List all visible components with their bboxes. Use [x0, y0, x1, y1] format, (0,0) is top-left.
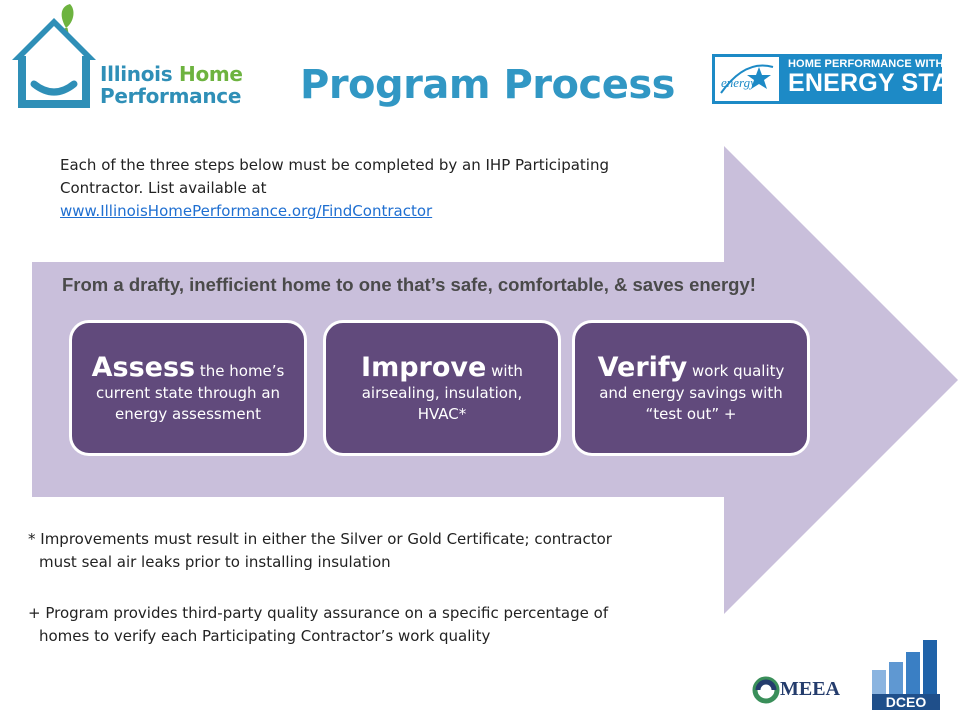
quality-assurance-footnote: + Program provides third-party quality a…: [28, 602, 708, 648]
meea-swirl-icon: [752, 676, 780, 704]
step-text: the home’s: [195, 361, 285, 380]
step-text-cont: and energy savings with “test out” +: [599, 383, 783, 423]
intro-text: Each of the three steps below must be co…: [60, 156, 610, 197]
page-title: Program Process: [300, 62, 675, 108]
meea-wordmark: MEEA: [780, 678, 840, 700]
svg-text:DCEO: DCEO: [886, 694, 927, 710]
energy-star-logo: energy HOME PERFORMANCE WITH ENERGY STAR: [712, 54, 960, 104]
energy-star-mark-icon: energy: [715, 57, 779, 101]
footnote-line: + Program provides third-party quality a…: [28, 604, 609, 622]
meea-logo: MEEA: [752, 676, 852, 708]
step-text-cont: current state through an energy assessme…: [95, 383, 281, 423]
dceo-logo: DCEO: [872, 636, 942, 716]
step-lead: Verify: [597, 351, 688, 383]
find-contractor-link[interactable]: www.IllinoisHomePerformance.org/FindCont…: [60, 202, 433, 220]
step-assess-box: Assess the home’s current state through …: [69, 320, 307, 456]
step-text: work quality: [687, 361, 785, 380]
house-leaf-icon: [12, 4, 96, 108]
illinois-home-performance-logo: Illinois Home Performance: [8, 4, 243, 116]
intro-paragraph: Each of the three steps below must be co…: [60, 154, 690, 223]
logo-word-performance: Performance: [100, 84, 242, 108]
step-improve-box: Improve with airsealing, insulation, HVA…: [323, 320, 561, 456]
logo-word-home: Home: [179, 62, 243, 86]
energy-star-line2: ENERGY STAR: [788, 69, 960, 97]
step-text: with: [486, 361, 523, 380]
footnote-line: * Improvements must result in either the…: [28, 530, 612, 548]
footnote-line: must seal air leaks prior to installing …: [39, 553, 391, 571]
improvement-footnote: * Improvements must result in either the…: [28, 528, 708, 574]
step-lead: Improve: [361, 351, 487, 383]
step-verify-box: Verify work quality and energy savings w…: [572, 320, 810, 456]
logo-word-illinois: Illinois: [100, 62, 180, 86]
tagline: From a drafty, inefficient home to one t…: [62, 274, 756, 295]
energy-star-line1: HOME PERFORMANCE WITH: [788, 58, 944, 70]
svg-text:energy: energy: [721, 75, 756, 90]
step-lead: Assess: [91, 351, 196, 383]
step-text-cont: airsealing, insulation, HVAC*: [361, 383, 523, 423]
footnote-line: homes to verify each Participating Contr…: [39, 627, 491, 645]
